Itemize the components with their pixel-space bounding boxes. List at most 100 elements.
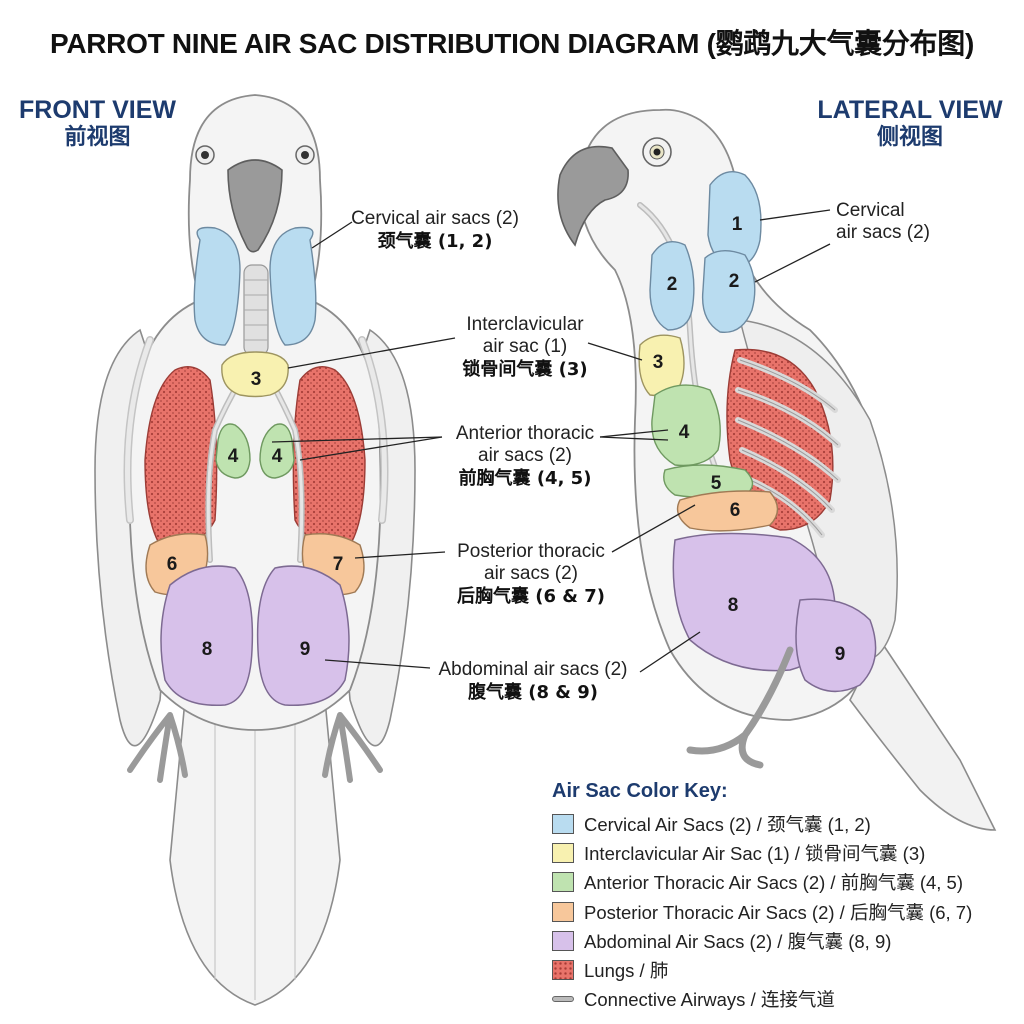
lateral-view-parrot — [557, 108, 997, 831]
legend-swatch-abdominal — [552, 930, 574, 951]
lateral-view-title-en: LATERAL VIEW — [817, 96, 1003, 124]
front-view-title-en: FRONT VIEW — [19, 96, 176, 124]
front-view-parrot — [94, 94, 416, 1006]
leader-anterior-front-1 — [271, 436, 443, 443]
callout-interclavicular-zh: 锁骨间气囊 (3) — [462, 359, 588, 380]
lateral-number-2b: 2 — [729, 271, 740, 292]
lateral-cervical-sac-2b — [701, 250, 756, 334]
leader-posterior-front — [354, 551, 446, 559]
front-number-9: 9 — [300, 639, 311, 660]
front-number-8: 8 — [202, 639, 213, 660]
lateral-number-9: 9 — [835, 644, 846, 665]
lateral-posterior-sac — [676, 490, 779, 532]
legend-item-abdominal: Abdominal Air Sacs (2) / 腹气囊 (8, 9) — [552, 926, 1012, 955]
leader-anterior-front-2 — [299, 436, 443, 461]
lateral-number-2a: 2 — [667, 274, 678, 295]
callout-interclavicular-en2: air sac (1) — [482, 336, 568, 357]
front-anterior-sac-right — [259, 423, 295, 479]
front-number-4-right: 4 — [272, 446, 283, 467]
callout-abdominal-zh: 腹气囊 (8 & 9) — [468, 682, 598, 703]
callout-interclavicular: Interclavicular air sac (1) 锁骨间气囊 (3) — [455, 314, 595, 382]
front-cervical-sac-left — [193, 226, 241, 346]
legend-swatch-posterior — [552, 901, 574, 922]
lateral-number-8: 8 — [728, 595, 739, 616]
legend-label-interclavicular: Interclavicular Air Sac (1) / 锁骨间气囊 (3) — [584, 842, 926, 864]
leader-cervical-lateral-2 — [754, 243, 831, 283]
lateral-beak — [557, 145, 629, 247]
callout-posterior-en2: air sacs (2) — [484, 563, 578, 584]
legend-label-anterior: Anterior Thoracic Air Sacs (2) / 前胸气囊 (4… — [584, 872, 964, 894]
front-sac-numbers: 3 4 4 6 7 8 9 — [167, 369, 344, 660]
legend-item-interclavicular: Interclavicular Air Sac (1) / 锁骨间气囊 (3) — [552, 838, 1012, 867]
legend-item-cervical: Cervical Air Sacs (2) / 颈气囊 (1, 2) — [552, 809, 1012, 838]
lateral-tail — [849, 638, 997, 831]
leader-abdominal-front — [324, 659, 431, 669]
legend-item-airways: Connective Airways / 连接气道 — [552, 985, 1012, 1014]
front-number-6: 6 — [167, 554, 178, 575]
front-interclavicular-sac — [221, 351, 289, 398]
front-number-4-left: 4 — [228, 446, 239, 467]
lateral-abdominal-sac-9 — [795, 598, 877, 693]
legend-title: Air Sac Color Key: — [552, 780, 728, 802]
lateral-sac-numbers: 1 2 2 3 4 5 6 8 9 — [653, 214, 846, 665]
leader-anterior-lateral-1 — [599, 429, 669, 438]
callout-posterior-en1: Posterior thoracic — [457, 541, 605, 562]
legend-item-lungs: Lungs / 肺 — [552, 955, 1012, 984]
front-view-title-zh: 前视图 — [64, 125, 131, 150]
lateral-number-6: 6 — [730, 500, 741, 521]
leader-cervical-front — [311, 221, 353, 249]
legend-swatch-anterior — [552, 872, 574, 893]
lateral-number-4: 4 — [679, 422, 690, 443]
legend-item-posterior: Posterior Thoracic Air Sacs (2) / 后胸气囊 (… — [552, 897, 1012, 926]
callout-interclavicular-en1: Interclavicular — [466, 314, 584, 335]
lateral-view-heading: LATERAL VIEW 侧视图 — [815, 96, 1005, 152]
legend-label-posterior: Posterior Thoracic Air Sacs (2) / 后胸气囊 (… — [584, 901, 973, 923]
leader-abdominal-lateral — [639, 631, 701, 673]
legend-item-anterior: Anterior Thoracic Air Sacs (2) / 前胸气囊 (4… — [552, 868, 1012, 897]
callout-anterior-zh: 前胸气囊 (4, 5) — [458, 468, 592, 489]
callout-posterior: Posterior thoracic air sacs (2) 后胸气囊 (6 … — [446, 541, 616, 609]
callout-cervical-lateral-en1: Cervical — [836, 200, 905, 221]
callout-cervical-lateral-en2: air sacs (2) — [836, 222, 930, 243]
lateral-anterior-sac — [651, 384, 721, 467]
legend-swatch-interclavicular — [552, 842, 574, 863]
front-abdominal-sac-left — [160, 565, 254, 707]
callout-abdominal-en: Abdominal air sacs (2) — [438, 659, 628, 680]
front-left-foot — [127, 712, 188, 783]
lateral-number-5: 5 — [711, 473, 722, 494]
leader-cervical-lateral-1 — [759, 209, 831, 221]
legend-swatch-airways — [552, 996, 574, 1003]
front-abdominal-sac-right — [256, 565, 350, 707]
callout-cervical-lateral: Cervical air sacs (2) — [836, 200, 956, 244]
callout-cervical-front-en: Cervical air sacs (2) — [351, 208, 519, 229]
diagram-title: PARROT NINE AIR SAC DISTRIBUTION DIAGRAM… — [50, 28, 974, 59]
leader-lines — [271, 209, 831, 673]
lateral-number-3: 3 — [653, 352, 664, 373]
front-beak — [227, 159, 283, 253]
legend-label-cervical: Cervical Air Sacs (2) / 颈气囊 (1, 2) — [584, 813, 871, 835]
legend-swatch-cervical — [552, 813, 574, 834]
callout-anterior-en1: Anterior thoracic — [455, 423, 595, 444]
lateral-leg — [686, 646, 794, 769]
front-view-heading: FRONT VIEW 前视图 — [15, 96, 180, 152]
leader-posterior-lateral — [611, 504, 696, 553]
callout-anterior-en2: air sacs (2) — [478, 445, 572, 466]
callout-anterior: Anterior thoracic air sacs (2) 前胸气囊 (4, … — [445, 423, 605, 491]
leader-interclavicular-lateral — [587, 342, 643, 361]
front-anterior-sac-left — [215, 423, 251, 479]
front-number-3: 3 — [251, 369, 262, 390]
legend-label-abdominal: Abdominal Air Sacs (2) / 腹气囊 (8, 9) — [584, 930, 892, 952]
color-key-legend: Air Sac Color Key: Cervical Air Sacs (2)… — [552, 780, 1012, 1014]
callout-abdominal: Abdominal air sacs (2) 腹气囊 (8 & 9) — [428, 659, 638, 705]
callout-cervical-front: Cervical air sacs (2) 颈气囊 (1, 2) — [350, 208, 520, 254]
leader-interclavicular-front — [287, 337, 456, 369]
front-number-7: 7 — [333, 554, 344, 575]
front-right-foot — [322, 712, 383, 783]
legend-label-lungs: Lungs / 肺 — [584, 960, 669, 982]
leader-anterior-lateral-2 — [599, 436, 669, 441]
callout-posterior-zh: 后胸气囊 (6 & 7) — [457, 586, 605, 607]
front-cervical-sac-right — [269, 226, 317, 346]
legend-label-airways: Connective Airways / 连接气道 — [584, 989, 835, 1011]
